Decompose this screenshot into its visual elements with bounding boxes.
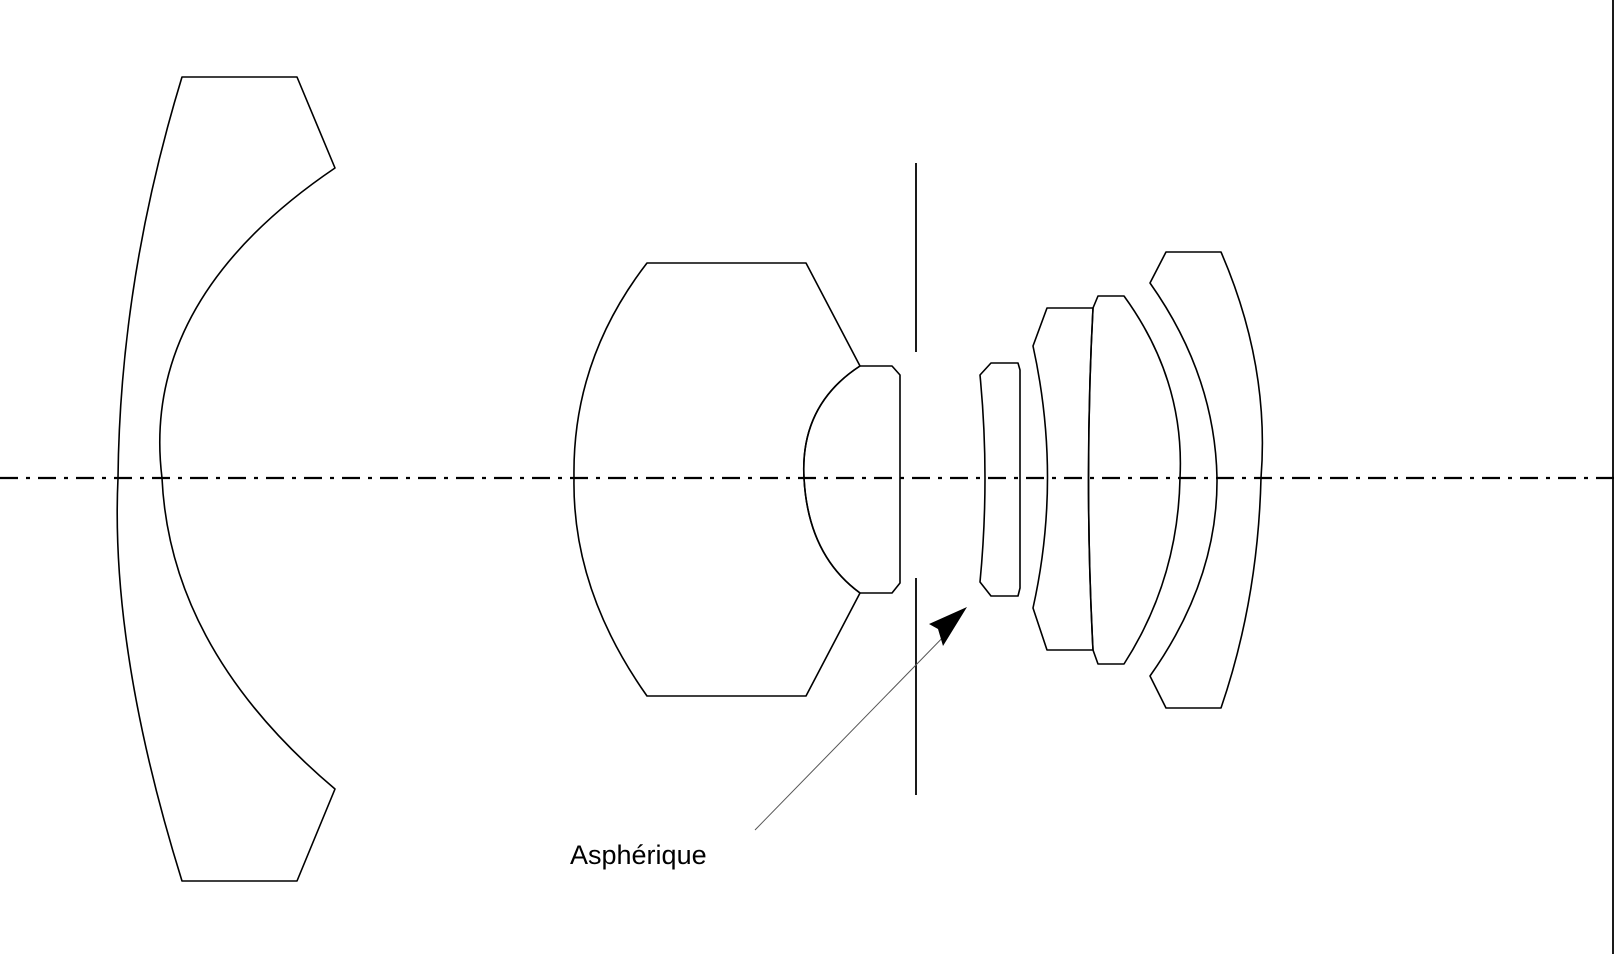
- lens-element-6-biconvex: [1087, 295, 1182, 665]
- lens-element-2: [573, 262, 861, 697]
- lens-element-7-rear-meniscus: [1149, 251, 1264, 709]
- lens-element-3-cemented: [802, 365, 901, 594]
- lens-element-4-aspherical: [979, 362, 1021, 597]
- aspherical-label: Asphérique: [570, 840, 707, 870]
- annotation-leader-line: [754, 627, 953, 831]
- annotation-arrowhead: [929, 607, 967, 646]
- lens-element-1-front-meniscus: [116, 76, 336, 882]
